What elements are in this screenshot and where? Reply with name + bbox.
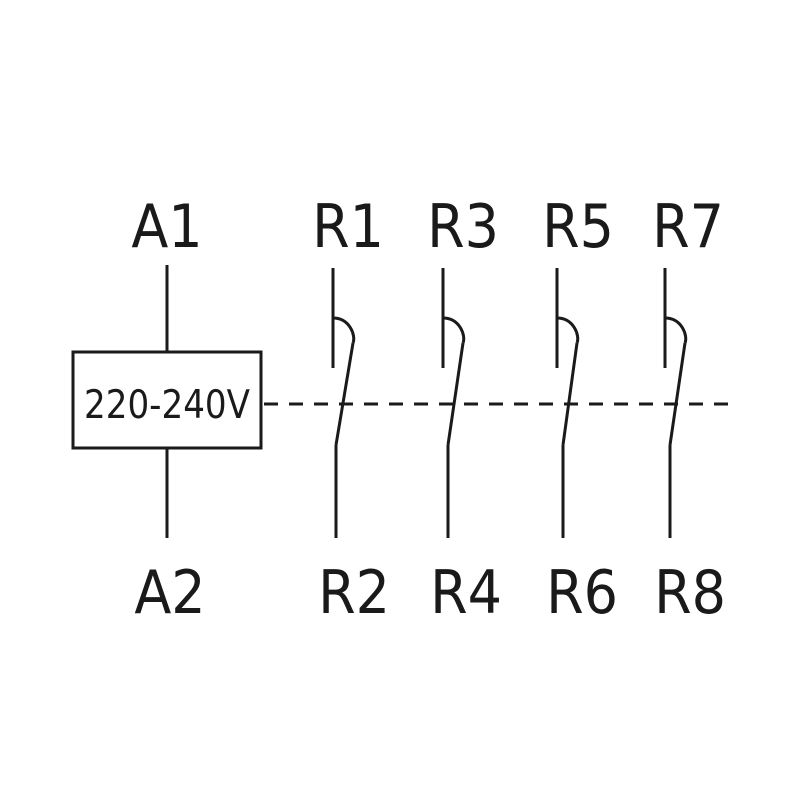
- contact-bottom-label: R8: [654, 558, 726, 628]
- coil-box: [71, 350, 263, 450]
- coil-voltage-label: 220-240V: [84, 383, 250, 428]
- contact-blade: [561, 342, 579, 446]
- contact-top-label: R7: [652, 192, 724, 262]
- terminal-a1-label: A1: [131, 192, 202, 262]
- contact-top-label: R5: [542, 192, 614, 262]
- contact-bottom-label: R6: [546, 558, 618, 628]
- contact-actuator: [442, 316, 466, 344]
- contact-actuator: [556, 316, 580, 344]
- contact-actuator: [664, 316, 688, 344]
- contact-r3-r4: R3 R4: [427, 192, 502, 628]
- contact-top-label: R1: [312, 192, 384, 262]
- contact-bottom-label: R2: [318, 558, 390, 628]
- contact-bottom-label: R4: [430, 558, 502, 628]
- contact-r5-r6: R5 R6: [542, 192, 618, 628]
- contact-blade: [334, 342, 355, 446]
- contact-blade: [446, 342, 465, 446]
- contact-blade: [668, 342, 687, 446]
- contact-r7-r8: R7 R8: [652, 192, 726, 628]
- contact-top-label: R3: [427, 192, 499, 262]
- contact-r1-r2: R1 R2: [312, 192, 390, 628]
- contact-actuator: [332, 316, 356, 344]
- terminal-a2-label: A2: [134, 558, 205, 628]
